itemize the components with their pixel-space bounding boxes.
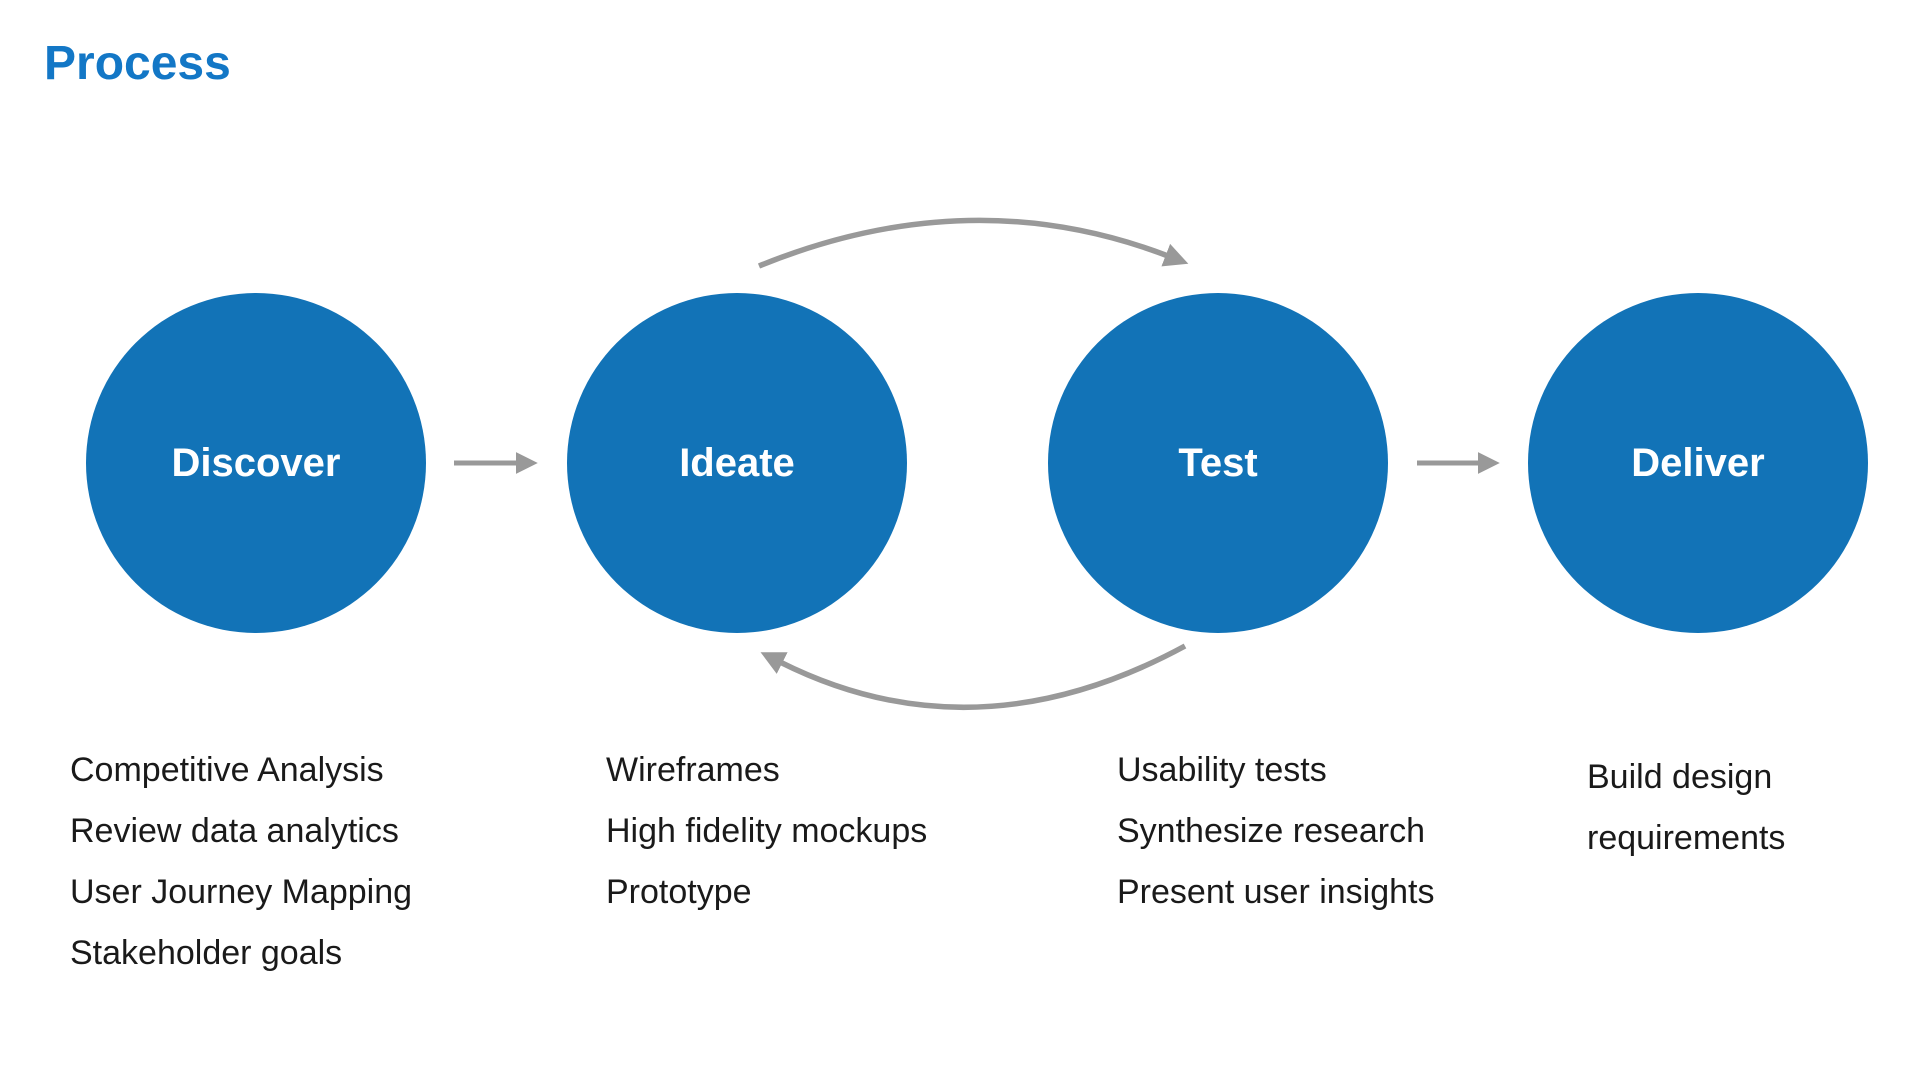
stage-circle-ideate: Ideate: [567, 293, 907, 633]
stage-label-ideate: Ideate: [679, 440, 795, 485]
page-title: Process: [44, 37, 231, 90]
list-item: Wireframes: [606, 751, 780, 789]
stage-circle-discover: Discover: [86, 293, 426, 633]
arrow-ideate-to-test-top-icon: [757, 217, 1189, 269]
arrow-test-to-ideate-bottom-icon: [760, 643, 1187, 711]
list-item: User Journey Mapping: [70, 873, 413, 911]
list-item: Usability tests: [1117, 751, 1327, 789]
stage-items-deliver: Build design requirements: [1587, 747, 1837, 869]
list-item: Stakeholder goals: [70, 934, 343, 972]
stage-circle-test: Test: [1048, 293, 1388, 633]
list-item: Synthesize research: [1117, 812, 1426, 850]
list-item: Competitive Analysis: [70, 751, 384, 789]
list-item: Present user insights: [1117, 873, 1435, 911]
stage-label-test: Test: [1178, 440, 1258, 485]
stage-circle-deliver: Deliver: [1528, 293, 1868, 633]
stage-label-discover: Discover: [171, 440, 341, 485]
list-item: Review data analytics: [70, 812, 399, 850]
list-item: Prototype: [606, 873, 752, 911]
stage-label-deliver: Deliver: [1631, 440, 1765, 485]
list-item: Build design requirements: [1587, 758, 1786, 857]
list-item: High fidelity mockups: [606, 812, 928, 850]
